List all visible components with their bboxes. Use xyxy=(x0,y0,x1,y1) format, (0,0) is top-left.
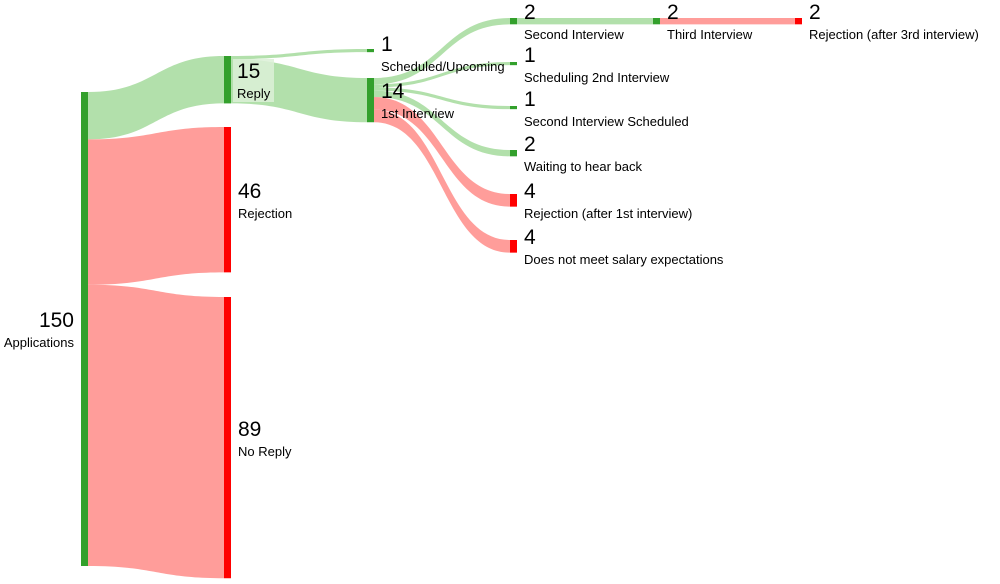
link-first_interview-to-scheduling_2nd[interactable] xyxy=(374,62,510,88)
node-second_scheduled[interactable] xyxy=(510,106,517,110)
node-value: 4 xyxy=(524,226,536,250)
link-second_interview-to-third_interview[interactable] xyxy=(517,18,653,25)
node-name: Rejection (after 1st interview) xyxy=(524,206,693,222)
node-value: 1 xyxy=(524,87,536,111)
node-name: Waiting to hear back xyxy=(524,159,643,175)
node-name: Scheduled/Upcoming xyxy=(381,58,505,74)
link-applications-to-rejection[interactable] xyxy=(88,127,224,285)
node-waiting[interactable] xyxy=(510,150,517,157)
node-value: 2 xyxy=(667,1,679,25)
node-value: 1 xyxy=(381,32,393,56)
node-name: Scheduling 2nd Interview xyxy=(524,69,670,85)
node-value: 14 xyxy=(381,80,405,104)
link-first_interview-to-second_interview[interactable] xyxy=(374,18,510,85)
node-name: Applications xyxy=(3,335,74,350)
node-label-no_reply: 89 No Reply xyxy=(238,419,291,458)
node-name: Rejection (after 3rd interview) xyxy=(809,27,979,43)
node-value: 46 xyxy=(238,179,262,203)
node-scheduling_2nd[interactable] xyxy=(510,62,517,66)
node-name: Rejection xyxy=(238,205,293,221)
node-first_interview[interactable] xyxy=(367,78,374,123)
link-first_interview-to-salary[interactable] xyxy=(374,109,510,253)
node-value: 2 xyxy=(524,133,536,157)
node-name: Second Interview Scheduled xyxy=(524,113,689,129)
node-value: 89 xyxy=(238,417,262,441)
node-value: 15 xyxy=(237,59,261,83)
node-name: No Reply xyxy=(238,443,292,459)
node-rejection[interactable] xyxy=(224,127,231,273)
node-reply[interactable] xyxy=(224,56,231,104)
link-applications-to-no_reply[interactable] xyxy=(88,284,224,579)
node-second_interview[interactable] xyxy=(510,18,517,25)
node-name: Reply xyxy=(237,85,271,101)
node-name: 1st Interview xyxy=(381,106,454,122)
link-reply-to-scheduled[interactable] xyxy=(231,49,367,60)
node-salary[interactable] xyxy=(510,240,517,253)
node-third_interview[interactable] xyxy=(653,18,660,25)
node-applications[interactable] xyxy=(81,92,88,566)
node-label-first_interview: 14 1st Interview xyxy=(381,81,454,120)
node-rej_3rd[interactable] xyxy=(795,18,802,25)
link-applications-to-reply[interactable] xyxy=(88,56,224,140)
node-value: 1 xyxy=(524,43,536,67)
node-value: 4 xyxy=(524,180,536,204)
node-value: 150 xyxy=(38,309,74,332)
link-first_interview-to-rej_1st[interactable] xyxy=(374,96,510,207)
node-name: Does not meet salary expectations xyxy=(524,252,724,268)
node-name: Third Interview xyxy=(667,27,753,43)
link-first_interview-to-waiting[interactable] xyxy=(374,90,510,157)
node-value: 2 xyxy=(524,1,536,25)
link-first_interview-to-second_scheduled[interactable] xyxy=(374,87,510,110)
node-rej_1st[interactable] xyxy=(510,194,517,207)
node-value: 2 xyxy=(809,1,821,25)
link-third_interview-to-rej_3rd[interactable] xyxy=(660,18,795,25)
node-no_reply[interactable] xyxy=(224,297,231,579)
node-name: Second Interview xyxy=(524,27,624,43)
node-scheduled[interactable] xyxy=(367,49,374,53)
